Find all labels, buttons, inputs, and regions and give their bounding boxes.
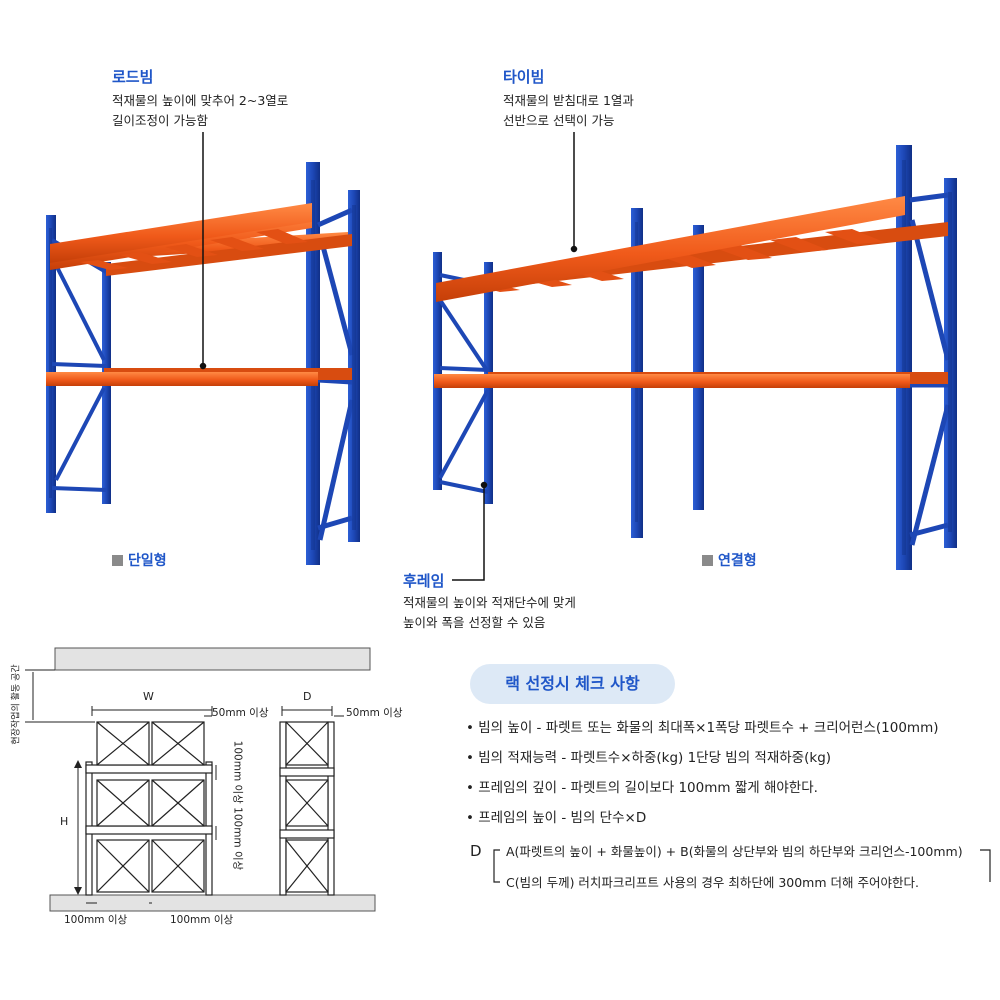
side-clearance-label: 현장작업의 활동 공간 xyxy=(11,664,22,745)
single-rack xyxy=(46,162,360,565)
h-label: H xyxy=(60,815,69,828)
frame-leader xyxy=(452,486,485,581)
formula-bracket xyxy=(493,849,991,883)
gap-bottom-1: 100mm 이상 xyxy=(64,914,128,926)
single-front-upright-right xyxy=(306,162,320,565)
connected-rack xyxy=(433,145,957,570)
connected-type-tag: 연결형 xyxy=(702,550,757,570)
single-type-tag: 단일형 xyxy=(112,550,167,570)
gap-top-2: 50mm 이상 xyxy=(346,707,403,719)
gap-top-1: 50mm 이상 xyxy=(212,707,269,719)
checklist-title: 랙 선정시 체크 사항 xyxy=(470,664,675,704)
checklist: • 빔의 높이 - 파렛트 또는 화물의 최대폭×1폭당 파렛트수 + 크리어런… xyxy=(466,713,986,833)
d-label: D xyxy=(303,690,312,703)
w-label: W xyxy=(143,690,154,703)
formula-c: C(빔의 두께) 러치파크리프트 사용의 경우 최하단에 300mm 더해 주어… xyxy=(506,875,919,890)
single-back-upright-right xyxy=(348,190,360,542)
checklist-item: • 프레임의 높이 - 빔의 단수×D xyxy=(466,810,647,826)
square-icon xyxy=(112,555,123,566)
checklist-item: • 빔의 높이 - 파렛트 또는 화물의 최대폭×1폭당 파렛트수 + 크리어런… xyxy=(466,720,939,736)
checklist-item: • 프레임의 깊이 - 파렛트의 길이보다 100mm 짧게 해야한다. xyxy=(466,780,818,796)
technical-drawing xyxy=(25,647,376,912)
gap-bottom-2: 100mm 이상 xyxy=(170,914,234,926)
checklist-item: • 빔의 적재능력 - 파렛트수×하중(kg) 1단당 빔의 적재하중(kg) xyxy=(466,750,832,766)
load-beam-desc-1: 적재물의 높이에 맞추어 2~3열로 xyxy=(112,93,289,108)
load-beam-title: 로드빔 xyxy=(112,68,154,86)
square-icon xyxy=(702,555,713,566)
tie-beam-desc-2: 선반으로 선택이 가능 xyxy=(503,113,615,128)
tie-beam-title: 타이빔 xyxy=(503,68,545,86)
frame-title: 후레임 xyxy=(403,572,445,590)
gap-vertical: 100mm 이상 100mm 이상 xyxy=(231,740,244,871)
formula-d-letter: D xyxy=(470,842,482,860)
single-front-upright-left xyxy=(46,215,56,513)
load-beam-desc-2: 길이조정이 가능함 xyxy=(112,113,208,128)
frame-desc-2: 높이와 폭을 선정할 수 있음 xyxy=(403,615,546,630)
tie-beam-desc-1: 적재물의 받침대로 1열과 xyxy=(503,93,634,108)
frame-desc-1: 적재물의 높이와 적재단수에 맞게 xyxy=(403,595,576,610)
formula-a: A(파렛트의 높이 + 화물높이) + B(화물의 상단부와 빔의 하단부와 크… xyxy=(506,844,963,859)
